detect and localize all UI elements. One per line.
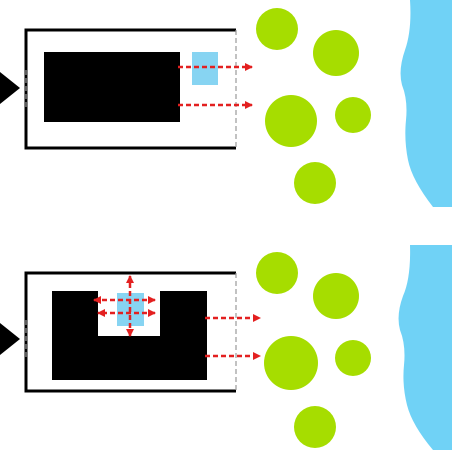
tree-circle-icon bbox=[335, 340, 371, 376]
tree-circle-icon bbox=[294, 162, 336, 204]
tree-circle-icon bbox=[264, 336, 318, 390]
tree-circle-icon bbox=[256, 252, 298, 294]
tree-circle-icon bbox=[335, 97, 371, 133]
u-shaped-building-block bbox=[52, 291, 207, 380]
bottom-panel bbox=[0, 245, 452, 450]
water-shape bbox=[400, 0, 452, 207]
water-shape bbox=[398, 245, 452, 450]
tree-circle-icon bbox=[294, 406, 336, 448]
entrance-arrow-icon bbox=[0, 323, 20, 355]
entrance-arrow-icon bbox=[0, 72, 20, 104]
tree-circle-icon bbox=[313, 273, 359, 319]
top-panel bbox=[0, 0, 452, 207]
tree-circle-icon bbox=[265, 95, 317, 147]
tree-circle-icon bbox=[313, 30, 359, 76]
tree-circle-icon bbox=[256, 8, 298, 50]
building-block bbox=[44, 52, 180, 122]
window-square bbox=[192, 52, 218, 85]
